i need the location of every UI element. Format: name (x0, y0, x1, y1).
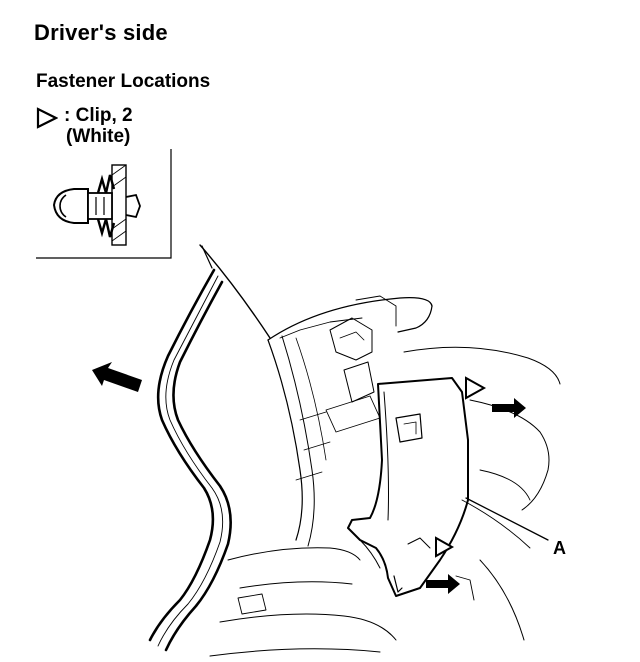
forward-arrow-icon (92, 362, 142, 392)
clip-detail-inset (36, 149, 172, 259)
clip-legend-text: : Clip, 2 (White) (64, 105, 133, 147)
clip-label: : Clip, 2 (64, 105, 133, 126)
callout-label-a: A (553, 538, 566, 558)
fastener-locations-heading: Fastener Locations (36, 71, 211, 92)
triangle-outline-icon (36, 107, 58, 129)
clip-location-marker-upper (465, 376, 487, 400)
clip-legend: : Clip, 2 (White) (36, 105, 133, 147)
removal-arrow-lower-icon (426, 574, 460, 594)
clip-color-note: (White) (66, 126, 131, 147)
removal-arrow-upper-icon (492, 398, 526, 418)
clip-location-marker-lower (435, 536, 455, 558)
clip-illustration (36, 149, 172, 259)
page-title: Driver's side (34, 20, 168, 45)
